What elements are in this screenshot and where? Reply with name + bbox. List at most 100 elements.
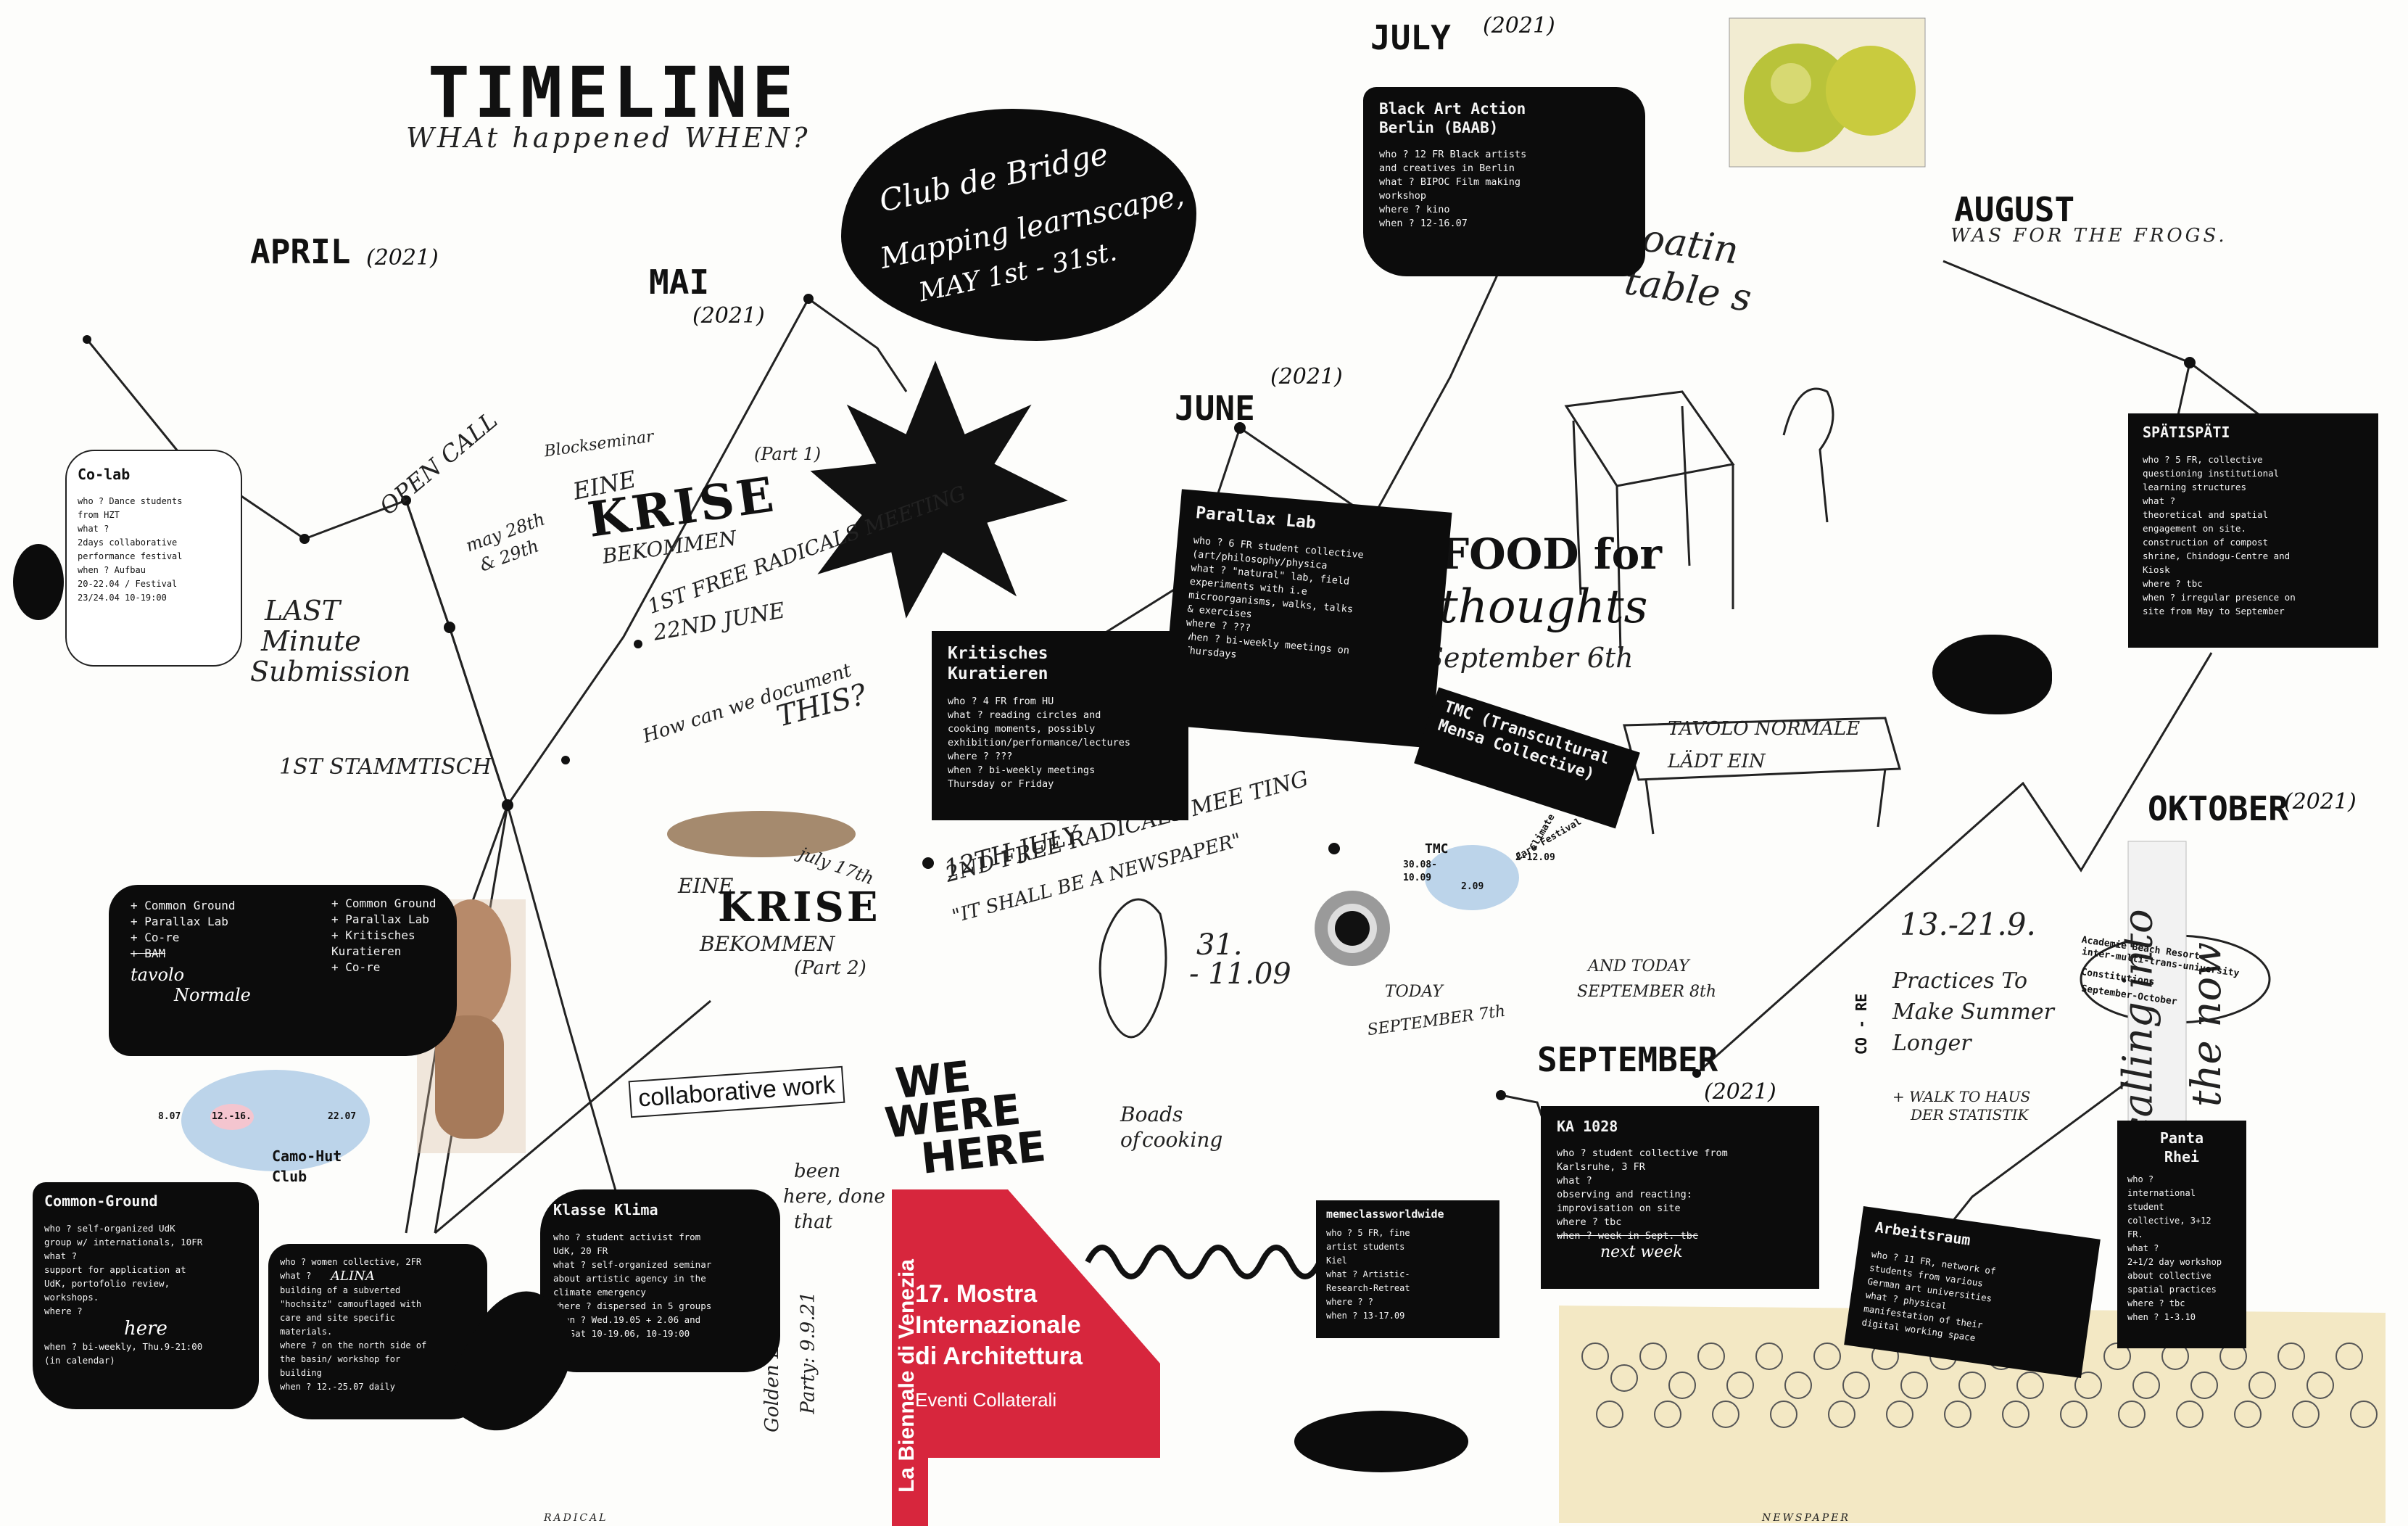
black-blob xyxy=(1294,1411,1468,1472)
been-here-2: here, done xyxy=(783,1186,885,1208)
card-list2-item: + Common Ground xyxy=(331,896,436,910)
card-panta-line: spatial practices xyxy=(2127,1284,2217,1295)
card-panta-title: Panta xyxy=(2159,1129,2204,1147)
biennale-line4: Eventi Collaterali xyxy=(915,1389,1057,1411)
card-klima-title: Klasse Klima xyxy=(553,1201,658,1218)
card-panta-line: what ? xyxy=(2127,1243,2159,1253)
card-meme-line: Research-Retreat xyxy=(1326,1283,1410,1293)
card-colab-line: when ? Aufbau xyxy=(78,565,146,575)
card-aline-line: who ? women collective, 2FR xyxy=(280,1257,422,1267)
card-panta-line: student xyxy=(2127,1202,2164,1212)
card-kritisches: Kritisches Kuratieren who ? 4 FR from HU… xyxy=(932,631,1188,820)
month-july: JULY xyxy=(1370,18,1451,57)
year-july: (2021) xyxy=(1483,13,1555,38)
month-june: JUNE xyxy=(1175,389,1255,428)
card-meme-line: what ? Artistic- xyxy=(1326,1269,1410,1279)
part1-label: (Part 1) xyxy=(754,444,822,464)
card-baab-title: Black Art Action xyxy=(1379,100,1526,117)
card-baab-line: what ? BIPOC Film making xyxy=(1379,176,1521,188)
card-baab-line: and creatives in Berlin xyxy=(1379,162,1515,174)
card-kritisches-line: when ? bi-weekly meetings xyxy=(948,764,1096,776)
biennale-line3: di Architettura xyxy=(915,1343,1083,1370)
black-blob xyxy=(1932,635,2052,714)
card-ka1028-line: Karlsruhe, 3 FR xyxy=(1557,1161,1645,1173)
card-list2-item: + Parallax Lab xyxy=(331,912,429,926)
card-spati: SPÄTISPÄTI who ? 5 FR, collective questi… xyxy=(2128,413,2378,648)
food-line1: FOOD for xyxy=(1439,529,1662,579)
been-here-3: that xyxy=(794,1211,833,1233)
tavolo-line2: LÄDT EIN xyxy=(1668,751,1766,772)
card-colab-line: who ? Dance students xyxy=(78,496,183,506)
card-aline-line: when ? 12.-25.07 daily xyxy=(280,1382,395,1392)
food-line3: September 6th xyxy=(1425,642,1634,674)
card-commonground-line: who ? self-organized UdK xyxy=(44,1223,175,1234)
been-here-1: been xyxy=(794,1160,841,1182)
tmc-small-date2: 10.09 xyxy=(1403,873,1432,883)
card-panta-line: where ? tbc xyxy=(2127,1298,2185,1308)
last-minute-line1: LAST xyxy=(265,595,341,627)
footer-right: NEWSPAPER xyxy=(1762,1512,1850,1524)
card-panta-line: about collective xyxy=(2127,1271,2212,1281)
stammtisch-label: 1ST STAMMTISCH xyxy=(279,754,492,780)
card-ka1028-line: observing and reacting: xyxy=(1557,1189,1692,1200)
today8-line1: AND TODAY xyxy=(1588,957,1689,976)
card-aline-line: where ? on the north side of xyxy=(280,1340,427,1350)
boat-line2: of xyxy=(1120,1128,1141,1152)
card-panta-title2: Rhei xyxy=(2164,1148,2200,1166)
card-aline-line: the basin/ workshop for xyxy=(280,1354,401,1364)
practices-line2: Make Summer xyxy=(1892,999,2054,1025)
card-commonground-line: where ? xyxy=(44,1306,83,1316)
card-spati-line: questioning institutional xyxy=(2143,468,2280,479)
camo-hut-1: Camo-Hut xyxy=(272,1147,342,1165)
card-spati-line: shrine, Chindogu-Centre and xyxy=(2143,550,2291,561)
here-note: here xyxy=(124,1318,167,1340)
card-list2-item: + Co-re xyxy=(331,960,381,974)
card-list1-item: + Parallax Lab xyxy=(131,915,228,928)
next-week-note: next week xyxy=(1600,1243,1683,1261)
card-spati-line: when ? irregular presence on xyxy=(2143,592,2296,603)
card-spati-line: site from May to September xyxy=(2143,606,2285,616)
biennale-line1: 17. Mostra xyxy=(915,1280,1038,1308)
card-spati-line: engagement on site. xyxy=(2143,523,2246,534)
card-ka1028: KA 1028 who ? student collective from Ka… xyxy=(1541,1106,1819,1289)
card-commonground-line: group w/ internationals, 10FR xyxy=(44,1237,203,1247)
card-commonground: Common-Ground who ? self-organized UdK g… xyxy=(33,1182,259,1409)
card-meme-title: memeclassworldwide xyxy=(1326,1208,1444,1221)
card-ka1028-line: who ? student collective from xyxy=(1557,1147,1728,1159)
card-panta-line: when ? 1-3.10 xyxy=(2127,1312,2196,1322)
date-31: 31. xyxy=(1196,928,1243,962)
golden-lion-2: Party: 9.9.21 xyxy=(797,1291,819,1414)
card-meme-line: when ? 13-17.09 xyxy=(1326,1311,1405,1321)
biennale-line2: Internazionale xyxy=(915,1311,1081,1339)
card-klima-line: Fr/Sat 10-19.06, 10-19:00 xyxy=(553,1328,690,1339)
card-baab: Black Art Action Berlin (BAAB) who ? 12 … xyxy=(1363,87,1645,276)
card-ka1028-line: improvisation on site xyxy=(1557,1203,1681,1214)
year-oktober: (2021) xyxy=(2284,789,2357,814)
tavolo-line1: TAVOLO NORMALE xyxy=(1668,718,1861,740)
card-ka1028-title: KA 1028 xyxy=(1557,1118,1618,1135)
card-spati-line: who ? 5 FR, collective xyxy=(2143,454,2263,465)
card-baab-line: where ? kino xyxy=(1379,204,1450,215)
card-commonground-line: what ? xyxy=(44,1250,78,1261)
krise2-eine: EINE xyxy=(678,874,734,898)
food-line2: thoughts xyxy=(1439,580,1648,634)
card-colab-line: performance festival xyxy=(78,551,183,561)
krise2-part: (Part 2) xyxy=(794,957,866,979)
card-aline-line: "hochsitz" camouflaged with xyxy=(280,1299,422,1309)
blue-date-2: 12.-16. xyxy=(212,1111,252,1122)
camo-hut-2: Club xyxy=(272,1168,307,1185)
card-meme-line: Kiel xyxy=(1326,1255,1347,1266)
card-commonground-line: UdK, portofolio review, xyxy=(44,1278,170,1289)
card-colab-title: Co-lab xyxy=(78,466,131,483)
card-list-2: + Common Ground + Parallax Lab + Kritisc… xyxy=(323,888,467,1005)
year-april: (2021) xyxy=(366,245,439,271)
krise2-bekommen: BEKOMMEN xyxy=(700,932,835,956)
card-spati-line: where ? tbc xyxy=(2143,578,2203,589)
tavolo-normale-note-2: Normale xyxy=(174,985,251,1005)
card-spati-line: learning structures xyxy=(2143,482,2246,492)
blue-date-3: 22.07 xyxy=(328,1111,357,1122)
card-panta-line: who ? xyxy=(2127,1174,2154,1184)
month-august: AUGUST xyxy=(1954,190,2075,229)
date-31-end: - 11.09 xyxy=(1189,957,1291,991)
card-ka1028-line: where ? tbc xyxy=(1557,1216,1622,1228)
